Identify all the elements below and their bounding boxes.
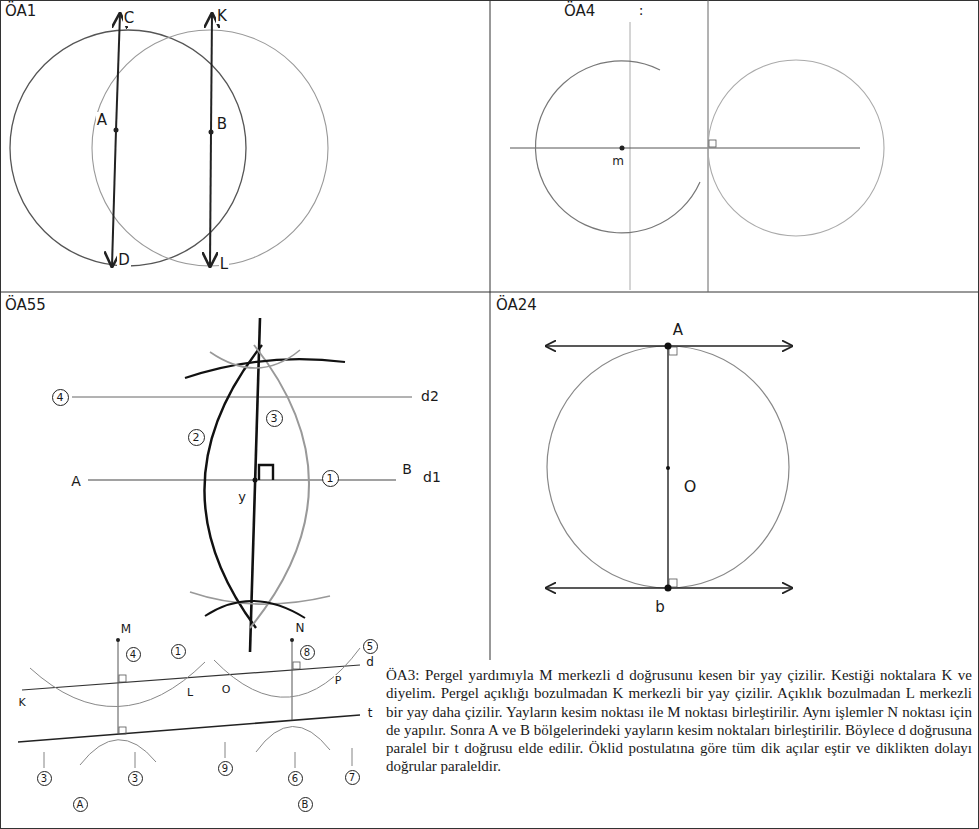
callout-number: 4	[52, 389, 69, 406]
line-label: d1	[422, 470, 442, 485]
perpendicular-line	[292, 640, 293, 720]
callout-number: 9	[218, 761, 233, 776]
point-dot	[666, 466, 670, 470]
compass-arc	[185, 359, 345, 378]
compass-arc	[80, 740, 156, 765]
line-ray	[112, 130, 116, 266]
compass-arc	[256, 726, 330, 752]
point-dot	[253, 478, 258, 483]
callout-number: 3	[37, 771, 52, 786]
line-d2	[72, 397, 412, 398]
compass-arc	[204, 345, 262, 628]
callout-number: 1	[322, 470, 339, 487]
point-label: C	[123, 10, 135, 27]
perpendicular-line	[118, 640, 119, 734]
panel-title: ÖA1	[4, 3, 37, 20]
callout-number: 2	[188, 429, 205, 446]
point-dot	[290, 638, 294, 642]
compass-circle	[547, 346, 789, 588]
point-dot	[114, 128, 119, 133]
panel-title: ÖA24	[495, 297, 538, 314]
right-angle-mark	[293, 662, 300, 669]
tangent-line	[546, 587, 668, 588]
base-line	[510, 148, 860, 149]
compass-arc	[205, 601, 305, 618]
compass-arc	[535, 61, 700, 233]
line-label: d	[365, 656, 375, 669]
point-label: B	[216, 116, 228, 133]
compass-circle	[92, 30, 328, 266]
cell-divider	[490, 0, 491, 660]
compass-arc	[250, 345, 309, 628]
point-label: L	[219, 256, 229, 273]
line-ray	[211, 14, 212, 132]
perpendicular-line	[630, 22, 631, 290]
right-angle-mark	[259, 465, 273, 480]
point-dot	[209, 130, 214, 135]
point-label: K	[216, 8, 228, 25]
point-label: N	[295, 622, 306, 635]
callout-number: 8	[300, 645, 315, 660]
point-label: K	[17, 697, 26, 709]
point-label: :	[638, 3, 645, 18]
callout-number: 7	[345, 770, 360, 785]
compass-arc	[214, 648, 360, 697]
pointer-tick	[44, 742, 352, 768]
callout-number: B	[298, 797, 313, 812]
panel-title: ÖA4	[563, 3, 596, 20]
line-label: d2	[420, 389, 440, 404]
point-dot	[116, 638, 120, 642]
point-label: L	[186, 687, 194, 699]
point-label: A	[70, 474, 82, 489]
point-label: D	[117, 252, 131, 269]
point-dot	[665, 343, 672, 350]
line-t	[18, 715, 360, 742]
point-label: A	[96, 112, 108, 129]
line-d1	[88, 479, 396, 480]
paragraph-text: ÖA3: Pergel yardımıyla M merkezli d doğr…	[386, 666, 972, 776]
line-ray	[116, 14, 120, 130]
point-dot	[620, 146, 625, 151]
callout-number: 1	[171, 644, 186, 659]
compass-arc	[30, 662, 205, 707]
line-ray	[210, 132, 211, 266]
callout-number: 4	[126, 647, 141, 662]
point-label: B	[401, 462, 413, 477]
point-label: O	[683, 478, 698, 496]
right-angle-mark	[709, 140, 716, 147]
point-label: m	[611, 155, 625, 168]
point-label: O	[221, 684, 232, 696]
callout-number: A	[73, 797, 88, 812]
right-angle-mark	[119, 675, 126, 682]
point-label: y	[237, 490, 247, 504]
point-label: M	[120, 623, 132, 636]
tangent-line	[668, 345, 792, 346]
callout-number: 3	[266, 410, 283, 427]
point-dot	[665, 585, 672, 592]
callout-number: 5	[363, 639, 378, 654]
line-label: t	[367, 707, 374, 720]
point-label: P	[334, 675, 343, 687]
panel-title: ÖA55	[4, 297, 47, 314]
tangent-line	[668, 587, 792, 588]
compass-arc	[210, 350, 300, 368]
callout-number: 6	[288, 771, 303, 786]
callout-number: 3	[128, 771, 143, 786]
point-label: b	[654, 599, 666, 616]
point-label: A	[672, 322, 684, 339]
tangent-line	[546, 345, 668, 346]
compass-circle	[708, 60, 884, 236]
right-angle-mark	[119, 727, 126, 734]
